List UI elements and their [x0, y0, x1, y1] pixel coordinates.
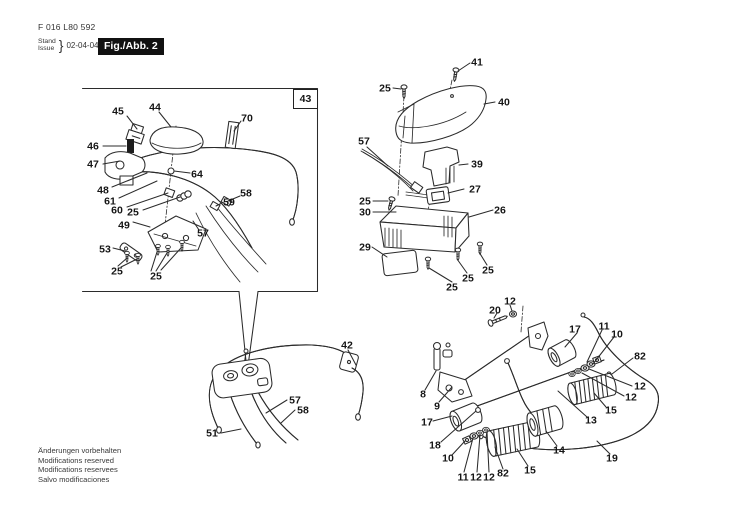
part-label-25: 25 — [446, 282, 458, 294]
detail-box-outline — [81, 87, 319, 367]
part-label-42: 42 — [341, 340, 353, 352]
part-label-59: 59 — [223, 197, 235, 209]
part-label-25: 25 — [111, 266, 123, 278]
part-label-20: 20 — [489, 305, 501, 317]
handle-assembly — [208, 344, 364, 449]
issue-label: Issue — [38, 45, 55, 52]
part-label-49: 49 — [118, 220, 130, 232]
detail-assembly — [104, 120, 299, 283]
part-label-47: 47 — [87, 159, 99, 171]
part-label-51: 51 — [206, 428, 218, 440]
part-label-25: 25 — [379, 83, 391, 95]
part-label-40: 40 — [498, 97, 510, 109]
part-label-82: 82 — [634, 351, 646, 363]
part-label-9: 9 — [434, 401, 440, 413]
part-label-70: 70 — [241, 113, 253, 125]
part-label-11: 11 — [598, 321, 609, 333]
part-label-11: 11 — [457, 472, 468, 484]
part-label-12: 12 — [634, 381, 646, 393]
part-label-30: 30 — [359, 207, 371, 219]
part-label-12: 12 — [625, 392, 637, 404]
issue-date: 02-04-04 — [66, 40, 99, 50]
part-label-12: 12 — [504, 296, 516, 308]
part-label-25: 25 — [482, 265, 494, 277]
issue-block: Stand Issue } 02-04-04 — [38, 37, 98, 53]
part-label-10: 10 — [611, 329, 623, 341]
footer-note-fr: Modifications reservees — [38, 465, 118, 475]
part-label-10: 10 — [442, 453, 454, 465]
part-label-18: 18 — [429, 440, 441, 452]
part-label-13: 13 — [585, 415, 597, 427]
motor-housing-assembly — [360, 66, 487, 277]
part-label-64: 64 — [191, 169, 203, 181]
part-label-26: 26 — [494, 205, 506, 217]
figure-badge: Fig./Abb. 2 — [98, 38, 164, 55]
leader-lines — [102, 62, 634, 473]
detail-box-label: 43 — [293, 89, 318, 109]
roller-assembly — [432, 305, 659, 457]
part-label-27: 27 — [469, 184, 481, 196]
part-label-15: 15 — [524, 465, 536, 477]
part-label-14: 14 — [553, 445, 565, 457]
part-label-17: 17 — [421, 417, 433, 429]
part-label-82: 82 — [497, 468, 509, 480]
part-label-48: 48 — [97, 185, 109, 197]
brace-glyph: } — [58, 37, 64, 53]
part-label-57: 57 — [197, 228, 209, 240]
part-label-12: 12 — [483, 472, 495, 484]
footer-notes: Änderungen vorbehalten Modifications res… — [38, 446, 121, 484]
part-label-57: 57 — [358, 136, 370, 148]
part-label-12: 12 — [470, 472, 482, 484]
part-label-58: 58 — [297, 405, 309, 417]
footer-note-es: Salvo modificaciones — [38, 474, 110, 484]
stand-label: Stand — [38, 37, 56, 45]
part-label-25: 25 — [127, 207, 139, 219]
footer-note-en: Modifications reserved — [38, 455, 114, 465]
part-label-58: 58 — [240, 188, 252, 200]
part-label-29: 29 — [359, 242, 371, 254]
document-part-number: F 016 L80 592 — [38, 22, 96, 32]
part-label-25: 25 — [150, 271, 162, 283]
footer-note-de: Änderungen vorbehalten — [38, 446, 122, 455]
part-label-15: 15 — [605, 405, 617, 417]
part-label-44: 44 — [149, 102, 161, 114]
part-label-25: 25 — [359, 196, 371, 208]
part-label-53: 53 — [99, 244, 111, 256]
part-label-60: 60 — [111, 205, 123, 217]
part-label-57: 57 — [289, 395, 301, 407]
part-label-17: 17 — [569, 324, 581, 336]
part-label-46: 46 — [87, 141, 99, 153]
part-label-45: 45 — [112, 106, 124, 118]
part-label-39: 39 — [471, 159, 483, 171]
part-label-41: 41 — [471, 57, 483, 69]
part-label-8: 8 — [420, 389, 426, 401]
part-label-61: 61 — [104, 196, 116, 208]
part-label-19: 19 — [606, 453, 618, 465]
part-label-25: 25 — [462, 273, 474, 285]
